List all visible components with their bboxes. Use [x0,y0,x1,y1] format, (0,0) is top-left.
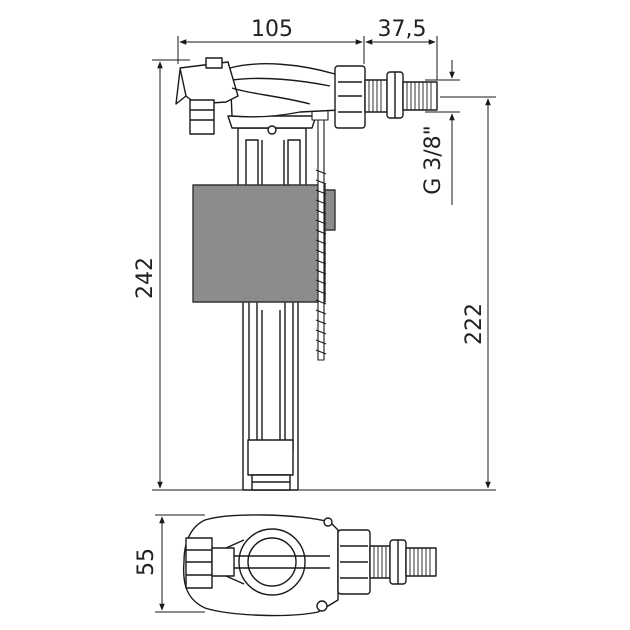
plan-body-outline [182,514,339,617]
label-depth-55: 55 [134,548,159,576]
plan-outer-ring [238,528,306,596]
label-height-222: 222 [462,303,487,345]
label-height-242: 242 [133,257,158,299]
label-offset-37-5: 37,5 [378,17,427,42]
valve-plan-view [182,514,437,617]
plan-lever-block [185,537,213,589]
side-connection [334,65,438,129]
plan-thread-outer [405,547,437,577]
plan-thread-inner [369,545,391,579]
dimension-lines [152,36,496,613]
plan-inner-ring [247,537,297,587]
float-box [192,184,336,303]
label-thread-g38: G 3/8" [421,125,446,195]
valve-stem [242,299,299,491]
lever-arm [175,57,311,135]
plan-clip-bottom [316,600,328,612]
plan-clip-top [323,517,333,527]
label-width-105: 105 [251,17,293,42]
valve-front-view [175,57,438,491]
